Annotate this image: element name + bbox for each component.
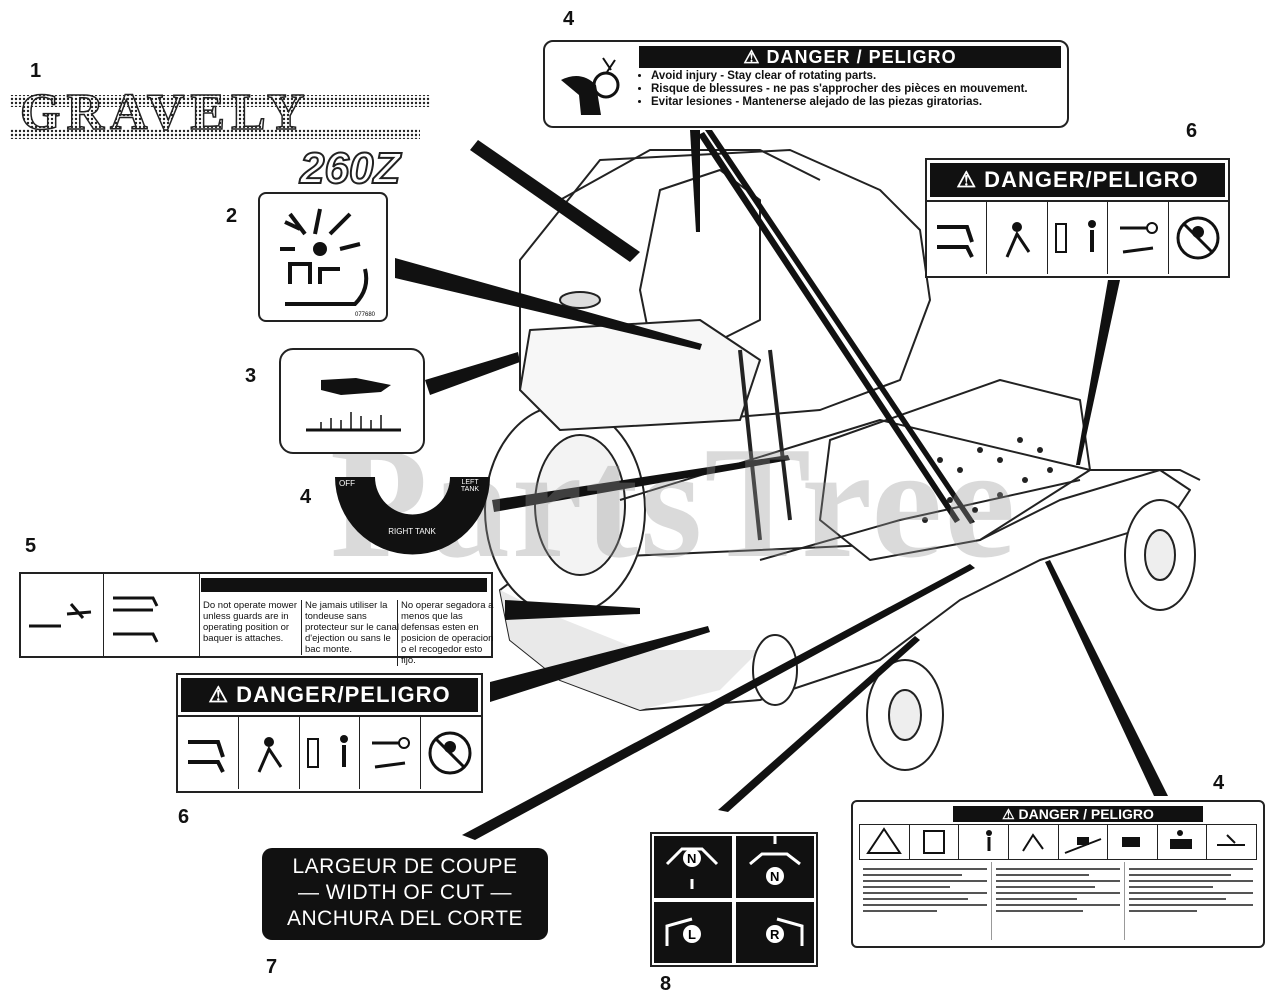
callout-4-bottom-right: 4 [1213,772,1225,794]
bystander-icon [959,825,1009,859]
discharge-warning-decal: Do not operate mower unless guards are i… [19,572,493,666]
operator-text-column-en [859,862,992,940]
neutral-indicator-icon [683,849,701,867]
rotating-parts-danger-decal: ⚠ DANGER / PELIGRO Avoid injury - Stay c… [543,40,1069,128]
discharge-text-fr: Ne jamais utiliser la tondeuse sans prot… [301,600,401,655]
width-of-cut-line-es: ANCHURA DEL CORTE [286,907,524,930]
discharge-warning-header-bar [201,578,487,592]
leader-2 [395,258,702,350]
keep-distance-icon [300,717,361,789]
operator-danger-decal: ⚠ DANGER / PELIGRO [851,800,1265,948]
remove-key-icon [1108,202,1169,274]
remove-key-icon [360,717,422,789]
hand-blade-decal [279,348,425,454]
steering-control-decal: N N L R [650,832,818,967]
blade-contact-icon [1207,825,1256,859]
leader-7 [462,564,975,840]
callout-4-top: 4 [563,8,575,30]
hand-over-blade-icon [306,378,401,432]
right-turn-label: R [770,927,780,942]
callout-6-bottom: 6 [178,806,190,828]
hand-crush-icon: 077680 [280,208,376,318]
left-turn-label: L [688,927,696,942]
danger-icons-decal-bottom: ⚠ DANGER/PELIGRO [176,673,483,793]
callout-4-fuel: 4 [300,486,312,508]
callout-2: 2 [226,205,238,227]
fuel-cap [559,291,601,309]
callout-7: 7 [266,956,278,978]
logo-brand: GRAVELY [20,85,311,141]
gravely-logo-decal: GRAVELY 260Z [10,83,480,194]
leader-6-bottom [490,626,710,702]
leader-4-top-c [698,132,960,523]
fuel-left-tank-label: LEFT TANK [460,479,480,493]
guard-position-icon [103,574,200,656]
danger-icons-header-top: ⚠ DANGER/PELIGRO [930,163,1225,197]
rotating-parts-line-fr: Risque de blessures - ne pas s'approcher… [651,83,1043,96]
leader-1 [470,140,640,262]
fuel-right-tank-label: RIGHT TANK [388,527,436,536]
callout-5: 5 [25,535,37,557]
callout-8: 8 [660,973,672,995]
no-passenger-icon [1158,825,1208,859]
warning-triangle-icon [860,825,910,859]
leader-6-top [1076,280,1120,465]
thrown-object-icon [987,202,1048,274]
leader-8 [718,636,920,812]
hand-hazard-decal: 077680 [258,192,388,322]
fuel-selector-decal: OFF LEFT TANK RIGHT TANK [335,477,490,557]
discharge-chute-icon [21,574,104,656]
leader-5 [505,600,640,620]
width-of-cut-line-fr: LARGEUR DE COUPE [292,855,518,878]
callout-3: 3 [245,365,257,387]
blade-hand-icon [927,202,988,274]
operator-danger-text-block [859,862,1257,940]
rotating-parts-header: ⚠ DANGER / PELIGRO [639,46,1061,68]
slope-icon [1059,825,1109,859]
width-of-cut-line-en: — WIDTH OF CUT — [297,881,513,904]
decal-2-code: 077680 [355,312,376,318]
leader-3 [425,352,520,395]
discharge-text-en: Do not operate mower unless guards are i… [203,600,297,644]
rotating-parts-icon [551,50,631,120]
callout-6-top: 6 [1186,120,1198,142]
callout-1: 1 [30,60,42,82]
operator-text-column-fr [992,862,1125,940]
leader-4-fuel [492,455,790,512]
leader-4-top-b [705,130,975,524]
danger-icons-header-bottom: ⚠ DANGER/PELIGRO [181,678,478,712]
footplate [819,379,1091,561]
steering-lever [738,349,792,541]
operator-text-column-es [1125,862,1257,940]
thrown-object-icon [239,717,300,789]
fuel-off-label: OFF [339,479,355,488]
leader-4-br [1045,560,1168,796]
logo-model: 260Z [299,144,402,190]
danger-icons-decal-top: ⚠ DANGER/PELIGRO [925,158,1230,278]
neutral-label-left: N [687,851,696,866]
neutral-label-right: N [770,869,779,884]
frame-rail [619,419,1201,501]
rotating-parts-line-es: Evitar lesiones - Mantenerse alejado de … [651,96,1043,109]
discharge-text-es: No operar segadora a menos que las defen… [397,600,497,666]
thrown-object-icon [1009,825,1059,859]
leader-4-top-a [690,130,700,232]
width-of-cut-decal: LARGEUR DE COUPE — WIDTH OF CUT — ANCHUR… [262,848,548,940]
rollover-icon [1108,825,1158,859]
operator-danger-header: ⚠ DANGER / PELIGRO [953,806,1203,822]
blade-hand-icon [178,717,239,789]
manual-icon [910,825,960,859]
no-riders-icon [421,717,481,789]
no-riders-icon [1169,202,1228,274]
rotating-parts-line-en: Avoid injury - Stay clear of rotating pa… [651,70,1043,83]
keep-distance-icon [1048,202,1109,274]
